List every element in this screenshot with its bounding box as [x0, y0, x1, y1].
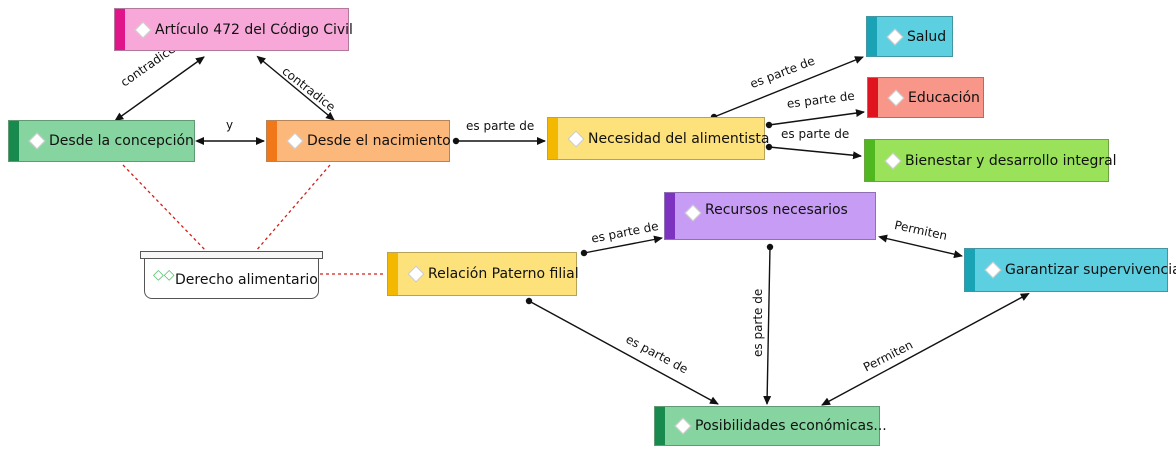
node-label: Necesidad del alimentista: [588, 130, 770, 147]
diamond-icon: [887, 89, 905, 106]
node-relacion-paterno-filial[interactable]: Relación Paterno filial: [387, 252, 579, 296]
node-label: Educación: [908, 89, 980, 106]
resource-lid: [140, 251, 323, 259]
node-accent-bar: [867, 17, 877, 56]
edge-dot: [765, 121, 773, 129]
edge-dot: [765, 143, 773, 151]
node-accent-bar: [665, 193, 675, 239]
edge-dot: [580, 249, 588, 257]
edge-recursos-posibilidades: [763, 246, 772, 405]
edge-garantizar-posibilidades: [821, 293, 1030, 406]
edge-dot: [452, 137, 460, 145]
edge-necesidad-educacion: [768, 109, 865, 126]
diamond-icon: [886, 28, 904, 45]
edge-necesidad-bienestar: [768, 146, 862, 160]
node-accent-bar: [115, 9, 125, 50]
node-label: Garantizar supervivencia: [1005, 262, 1176, 278]
node-label: Desde el nacimiento: [307, 133, 451, 149]
node-educacion[interactable]: Educación: [867, 77, 984, 118]
link-label: es parte de: [751, 288, 765, 357]
diamond-icon: [567, 130, 585, 147]
node-salud[interactable]: Salud: [866, 16, 953, 57]
link-label: es parte de: [781, 127, 850, 141]
node-accent-bar: [388, 253, 398, 295]
link-label: es parte de: [466, 119, 535, 133]
node-accent-bar: [9, 121, 19, 161]
node-derecho-alimentario[interactable]: ◇◇ Derecho alimentario: [140, 251, 323, 299]
node-accent-bar: [965, 249, 975, 291]
node-articulo-472[interactable]: Artículo 472 del Código Civil: [114, 8, 353, 51]
node-label: Recursos necesarios: [705, 202, 848, 218]
link-label: y: [226, 118, 234, 132]
edge-necesidad-salud: [713, 56, 864, 118]
edge-concepcion-articulo: [114, 56, 205, 122]
link-icon: ◇◇: [153, 267, 175, 283]
edge-relacion-posibilidades: [528, 300, 719, 405]
edge-dot: [766, 243, 774, 251]
dotted-nacimiento-derecho: [254, 164, 331, 253]
diamond-icon: [684, 204, 702, 222]
node-necesidad-del-alimentista[interactable]: Necesidad del alimentista: [547, 117, 769, 160]
diamond-icon: [134, 21, 152, 38]
node-label: Derecho alimentario: [175, 271, 318, 288]
edge-recursos-garantizar: [878, 234, 963, 259]
node-label: Desde la concepción: [49, 133, 194, 149]
node-label: Bienestar y desarrollo integral: [905, 152, 1117, 169]
node-posibilidades-economicas[interactable]: Posibilidades económicas...: [654, 406, 887, 446]
diamond-icon: [28, 132, 46, 150]
diamond-icon: [674, 417, 692, 435]
edge-dot: [525, 297, 533, 305]
node-desde-el-nacimiento[interactable]: Desde el nacimiento: [266, 120, 451, 162]
diamond-icon: [407, 265, 425, 283]
edge-relacion-recursos: [583, 235, 663, 254]
node-label: Artículo 472 del Código Civil: [155, 21, 353, 38]
node-label: Posibilidades económicas...: [695, 418, 887, 434]
node-accent-bar: [865, 140, 875, 181]
node-label: Relación Paterno filial: [428, 266, 579, 282]
node-desde-la-concepcion[interactable]: Desde la concepción: [8, 120, 195, 162]
node-accent-bar: [868, 78, 878, 117]
diamond-icon: [286, 132, 304, 150]
node-bienestar[interactable]: Bienestar y desarrollo integral: [864, 139, 1117, 182]
node-accent-bar: [655, 407, 665, 445]
node-recursos-necesarios[interactable]: Recursos necesarios: [664, 192, 876, 240]
diamond-icon: [984, 261, 1002, 279]
node-garantizar-supervivencia[interactable]: Garantizar supervivencia: [964, 248, 1176, 292]
node-label: Salud: [907, 28, 947, 45]
node-accent-bar: [267, 121, 277, 161]
diamond-icon: [884, 152, 902, 169]
dotted-concepcion-derecho: [122, 164, 208, 253]
edge-articulo-nacimiento: [256, 55, 335, 121]
node-accent-bar: [548, 118, 558, 159]
